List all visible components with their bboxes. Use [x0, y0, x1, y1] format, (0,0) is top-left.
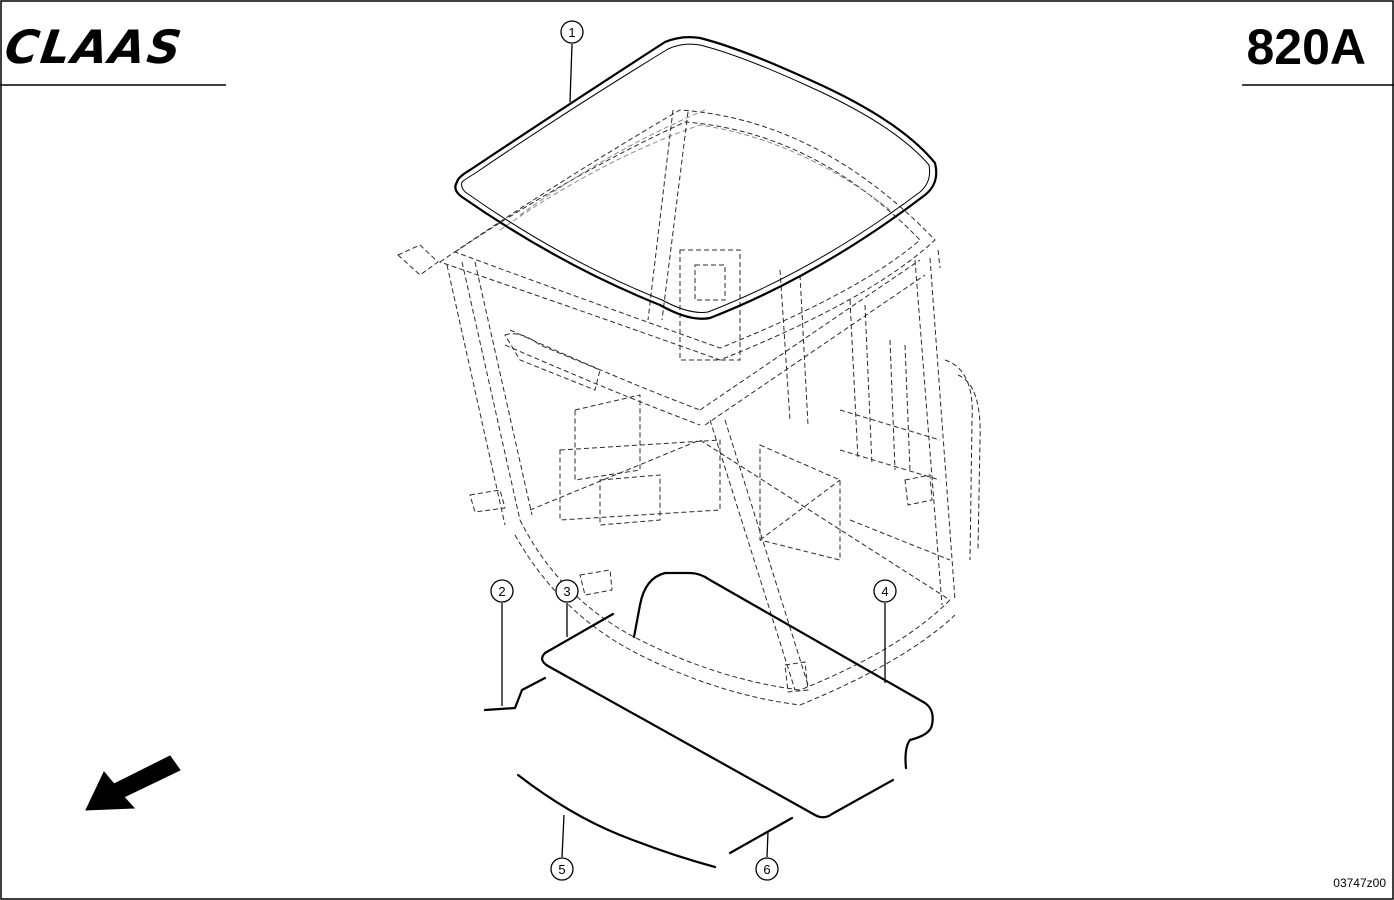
- callout-3: 3: [555, 579, 579, 603]
- callout-label: 2: [498, 584, 505, 599]
- callout-6: 6: [755, 857, 779, 881]
- page-code-block: 820A: [1242, 19, 1394, 86]
- callout-label: 6: [763, 862, 770, 877]
- claas-logo: CLAAS: [2, 20, 187, 74]
- drawing-id: 03747z00: [1333, 876, 1386, 890]
- part-5-curved-seal: [516, 773, 717, 869]
- callout-label: 1: [568, 25, 575, 40]
- callout-1: 1: [560, 20, 584, 44]
- callout-label: 5: [558, 862, 565, 877]
- part-6-straight-seal: [728, 816, 794, 855]
- part-1-roof-seal: [454, 36, 938, 320]
- callout-5: 5: [550, 857, 574, 881]
- part-2-short-seal: [483, 676, 547, 712]
- callout-2: 2: [490, 579, 514, 603]
- leader-lines: [501, 43, 886, 858]
- part-3-front-seal: [541, 612, 895, 819]
- callout-4: 4: [873, 579, 897, 603]
- page-code: 820A: [1246, 19, 1366, 75]
- cab-frame-hidden-lines: [397, 109, 981, 706]
- brand-logo: CLAAS: [0, 20, 226, 86]
- part-4-side-seal: [632, 571, 934, 770]
- callout-label: 3: [563, 584, 570, 599]
- callout-label: 4: [881, 584, 888, 599]
- direction-arrow-icon: [85, 755, 181, 811]
